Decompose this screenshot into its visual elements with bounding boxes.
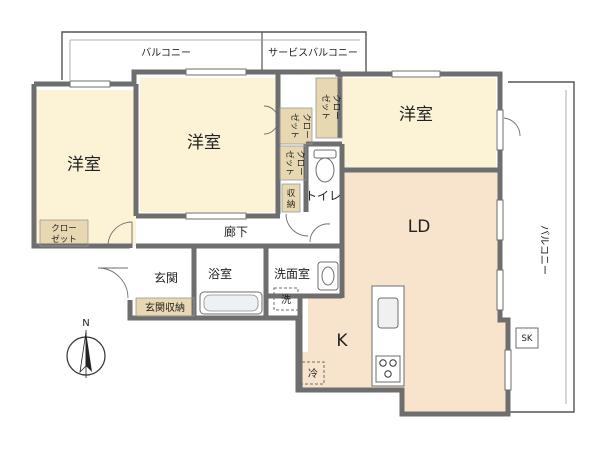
sink-icon <box>317 261 339 291</box>
storage-label-1: 収 <box>287 188 296 199</box>
stove-icon <box>375 355 401 383</box>
north-label: N <box>82 318 89 329</box>
balcony-top-label: バルコニー <box>141 47 191 59</box>
closet-b-fill <box>280 146 306 180</box>
door-swing-icon <box>97 105 521 299</box>
closet-a-label-1: クロー <box>301 113 311 139</box>
washroom-label: 洗面室 <box>274 266 310 281</box>
sk-box <box>515 327 539 349</box>
balcony-right <box>508 81 575 413</box>
closet-c-label-1: クロー <box>331 94 341 120</box>
storage-label-2: 納 <box>287 199 296 210</box>
toilet-label: トイレ <box>305 189 341 203</box>
ldk-fill <box>300 170 510 412</box>
storage-fill <box>282 184 300 212</box>
bath-label: 浴室 <box>208 266 232 281</box>
balcony-right-text: バルコニー <box>538 225 550 275</box>
window-icon <box>69 68 512 391</box>
ld-label: LD <box>408 217 431 237</box>
entrance-storage-label: 玄関収納 <box>145 301 185 314</box>
room-center-fill <box>140 78 278 212</box>
room-center-label: 洋室 <box>187 133 221 153</box>
room-west-label: 洋室 <box>67 155 101 175</box>
room-east-label: 洋室 <box>399 105 433 125</box>
balcony-right-label: バルコニー <box>538 225 550 275</box>
sk-label: SK <box>522 334 533 344</box>
entrance-storage-fill <box>136 298 194 316</box>
service-balcony-label: サービスバルコニー <box>268 47 358 59</box>
closet-c-label-2: ゼット <box>320 94 331 120</box>
toilet-icon <box>313 149 337 183</box>
closet-b-label-1: クロー <box>295 150 305 176</box>
washer-label: 洗 <box>281 294 291 306</box>
entrance-label: 玄関 <box>154 270 178 285</box>
closet-a-label-2: ゼット <box>289 113 300 139</box>
wall-accents <box>39 77 343 317</box>
hallway-label: 廊下 <box>224 224 248 239</box>
bathtub-icon <box>199 291 263 315</box>
closet-b-label-2: ゼット <box>284 150 295 176</box>
closet-west-label-1: クロー <box>51 224 77 234</box>
kitchen-label: K <box>336 331 348 351</box>
room-east-fill <box>342 78 496 168</box>
kitchen-counter <box>371 285 405 387</box>
closet-a-fill <box>280 108 312 144</box>
balcony-top <box>61 31 367 80</box>
compass-icon <box>66 330 106 378</box>
washer-space <box>273 287 299 311</box>
fridge-space <box>301 361 325 385</box>
closet-west-fill <box>40 220 88 246</box>
kitchen-sink-icon <box>377 297 399 329</box>
closet-west-label-2: ゼット <box>51 234 77 245</box>
fridge-label: 冷 <box>308 367 318 380</box>
